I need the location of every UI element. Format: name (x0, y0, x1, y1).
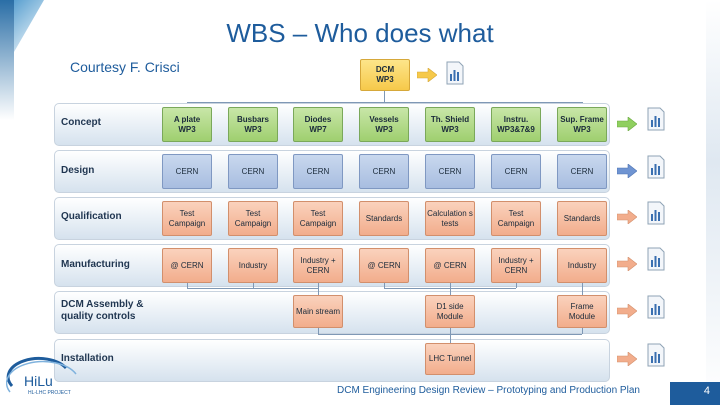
design-cell: CERN (228, 154, 278, 189)
arrow-icon (617, 352, 637, 366)
column-wp: WP7 (309, 124, 327, 134)
connector-line (582, 283, 583, 295)
logo-subtext: HL-LHC PROJECT (28, 390, 71, 396)
installation-cell: LHC Tunnel (425, 343, 475, 375)
document-icon (446, 61, 464, 85)
dcm-top-line1: DCM (375, 65, 395, 74)
document-icon (647, 201, 665, 225)
qualification-cell: Standards (557, 201, 607, 236)
column-name: Busbars (236, 114, 269, 124)
connector-line (582, 328, 583, 334)
connector-line (450, 283, 451, 295)
manufacturing-cell: @ CERN (425, 248, 475, 283)
column-name: Instru. (503, 114, 529, 124)
arrow-icon (417, 68, 437, 82)
manufacturing-cell: Industry (228, 248, 278, 283)
manufacturing-cell: @ CERN (162, 248, 212, 283)
concept-cell: Instru.WP3&7&9 (491, 107, 541, 142)
row-label-installation: Installation (61, 353, 114, 364)
row-label-manufacturing: Manufacturing (61, 259, 130, 270)
connector-line (187, 288, 318, 289)
manufacturing-cell: Industry (557, 248, 607, 283)
column-wp: WP3 (441, 124, 459, 134)
connector-line (384, 283, 385, 288)
row-label-design: Design (61, 165, 95, 176)
connector-line (516, 283, 517, 288)
qualification-cell: Test Campaign (162, 201, 212, 236)
row-installation (54, 339, 610, 382)
hilumi-logo: HiLu HL-LHC PROJECT (6, 356, 77, 396)
connector-line (187, 283, 188, 288)
page-number: 4 (670, 382, 720, 405)
column-wp: WP3&7&9 (497, 124, 535, 134)
row-label-concept: Concept (61, 117, 101, 128)
column-wp: WP3 (178, 124, 196, 134)
manufacturing-cell: Industry + CERN (491, 248, 541, 283)
column-name: Th. Shield (430, 114, 470, 124)
document-icon (647, 107, 665, 131)
connector-line (318, 328, 319, 334)
connector-line (318, 283, 319, 295)
design-cell: CERN (491, 154, 541, 189)
manufacturing-cell: @ CERN (359, 248, 409, 283)
design-cell: CERN (557, 154, 607, 189)
manufacturing-cell: Industry + CERN (293, 248, 343, 283)
assembly-main-stream: Main stream (293, 295, 343, 328)
connector-line (450, 328, 451, 343)
column-name: Sup. Frame (560, 114, 604, 124)
qualification-cell: Test Campaign (293, 201, 343, 236)
design-cell: CERN (359, 154, 409, 189)
left-decor-band (0, 0, 14, 120)
document-icon (647, 247, 665, 271)
column-wp: WP3 (375, 124, 393, 134)
qualification-cell: Calculation s tests (425, 201, 475, 236)
arrow-icon (617, 304, 637, 318)
column-name: Vessels (369, 114, 399, 124)
design-cell: CERN (162, 154, 212, 189)
assembly-d1-side: D1 side Module (425, 295, 475, 328)
assembly-frame: Frame Module (557, 295, 607, 328)
logo-text: HiLu (24, 373, 53, 389)
design-cell: CERN (425, 154, 475, 189)
row-label-assembly: DCM Assembly & quality controls (61, 299, 144, 322)
column-wp: WP3 (573, 124, 591, 134)
column-name: Diodes (304, 114, 332, 124)
document-icon (647, 295, 665, 319)
courtesy-note: Courtesy F. Crisci (70, 59, 180, 75)
design-cell: CERN (293, 154, 343, 189)
document-icon (647, 155, 665, 179)
dcm-top-box: DCM WP3 (360, 59, 410, 91)
dcm-top-line2: WP3 (376, 75, 394, 84)
qualification-cell: Test Campaign (228, 201, 278, 236)
connector-line (384, 91, 385, 102)
arrow-icon (617, 210, 637, 224)
column-wp: WP3 (244, 124, 262, 134)
connector-line (187, 102, 583, 103)
arrow-icon (617, 117, 637, 131)
slide-title: WBS – Who does what (226, 18, 494, 48)
arrow-icon (617, 164, 637, 178)
column-name: A plate (173, 114, 201, 124)
qualification-cell: Test Campaign (491, 201, 541, 236)
document-icon (647, 343, 665, 367)
arrow-icon (617, 257, 637, 271)
footer-text: DCM Engineering Design Review – Prototyp… (337, 385, 640, 396)
right-decor-band (706, 0, 720, 405)
connector-line (253, 283, 254, 288)
row-label-qualification: Qualification (61, 211, 122, 222)
qualification-cell: Standards (359, 201, 409, 236)
